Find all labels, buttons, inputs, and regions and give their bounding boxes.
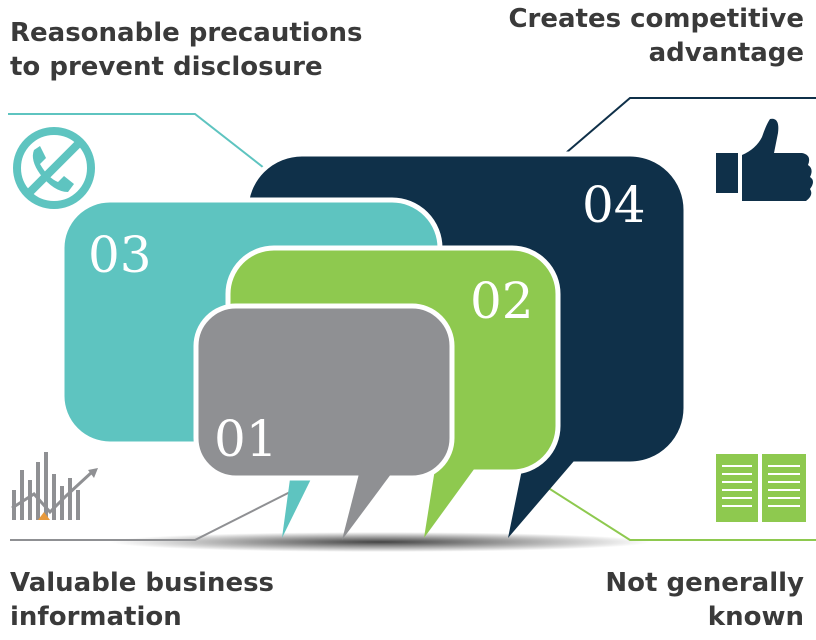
bubble-01: 01 (193, 303, 455, 540)
label-01-text: Valuable business information (10, 568, 275, 632)
thumbs-up-icon (716, 118, 813, 201)
label-04-text: Creates competitive advantage (508, 4, 804, 68)
bubble-04-number: 04 (582, 176, 646, 234)
label-02-text: Not generally known (605, 568, 804, 632)
bubble-03-number: 03 (88, 226, 152, 284)
ground-shadow (110, 532, 650, 552)
no-phone-icon (13, 127, 95, 209)
label-03-text: Reasonable precautions to prevent disclo… (10, 18, 363, 82)
bubble-02-number: 02 (470, 272, 534, 330)
open-book-icon (716, 454, 806, 522)
callout-line-04 (559, 97, 816, 159)
bubble-01-number: 01 (214, 410, 278, 468)
bar-chart-trend-icon (11, 452, 98, 520)
callout-line-01 (10, 487, 299, 541)
